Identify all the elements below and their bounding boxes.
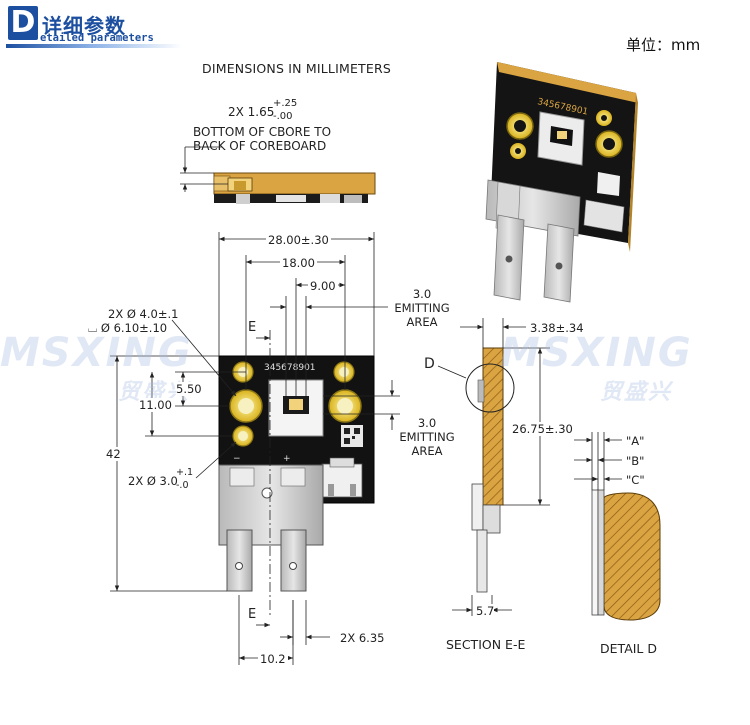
dim-6-35: 2X 6.35 <box>340 631 385 645</box>
detailed-parameters-badge: D 详细参数 etailed parameters <box>2 2 182 52</box>
section-e-e <box>437 347 515 593</box>
drawing-heading: DIMENSIONS IN MILLIMETERS <box>202 61 391 76</box>
emitting-right-line1: EMITTING <box>399 430 455 444</box>
dimension-lines <box>110 232 400 665</box>
dim-width: 28.00±.30 <box>266 233 331 247</box>
dim-9: 9.00 <box>308 279 338 293</box>
detail-d <box>591 489 661 621</box>
emitting-right-line2: AREA <box>411 444 443 458</box>
dim-42: 42 <box>106 447 121 461</box>
small-hole-tol-plus: +.1 <box>176 467 194 478</box>
section-label: SECTION E-E <box>446 637 526 652</box>
cbore-tol-plus: +.25 <box>273 98 298 109</box>
cbore-note-line1: BOTTOM OF CBORE TO <box>193 125 332 139</box>
plus-mark: + <box>283 454 291 464</box>
minus-mark: − <box>233 454 241 464</box>
watermark-right: MSXING <box>500 330 693 376</box>
emitting-top-value: 3.0 <box>412 287 432 301</box>
product-photo: 345678901 <box>485 62 638 303</box>
title-chinese: 详细参数 <box>42 14 126 38</box>
dim-26-75: 26.75±.30 <box>512 422 573 436</box>
unit-label: 单位：mm <box>626 36 701 54</box>
small-hole-tol-minus: -.0 <box>176 480 189 491</box>
badge-underline <box>6 44 182 48</box>
dim-18: 18.00 <box>280 256 317 270</box>
dim-11-00: 11.00 <box>139 398 172 412</box>
hole-note-2: ⌴ Ø 6.10±.10 <box>88 321 168 335</box>
side-view-top <box>180 146 376 204</box>
front-view: 345678901 − + <box>218 355 375 592</box>
subtitle-english: etailed parameters <box>40 32 154 44</box>
small-hole-note: 2X Ø 3.0 <box>128 474 178 488</box>
logo-letter: D <box>8 6 38 40</box>
emitting-top-line1: EMITTING <box>394 301 450 315</box>
board-serial: 345678901 <box>264 363 316 373</box>
emitting-top-line2: AREA <box>406 315 438 329</box>
cbore-tol-minus: -.00 <box>273 111 293 122</box>
dim-3-38: 3.38±.34 <box>530 321 584 335</box>
detail-label: DETAIL D <box>600 641 657 656</box>
detail-c: "C" <box>626 473 645 487</box>
section-mark-bottom: E <box>248 607 257 622</box>
watermark-left: MSXING <box>0 330 193 376</box>
dim-5-7: 5.7 <box>476 604 495 618</box>
detail-letter: D <box>424 356 435 372</box>
hole-note-1: 2X Ø 4.0±.1 <box>108 307 179 321</box>
dim-5-50: 5.50 <box>176 382 202 396</box>
detail-dimension-lines <box>574 432 622 490</box>
cbore-note-value: 2X 1.65 <box>228 105 275 119</box>
dim-10-2: 10.2 <box>258 652 288 666</box>
watermark-cn-right: 贸盛兴 <box>600 380 673 405</box>
emitting-right-value: 3.0 <box>417 416 437 430</box>
section-mark-top: E <box>248 320 257 335</box>
detail-b: "B" <box>626 454 645 468</box>
cbore-note-line2: BACK OF COREBOARD <box>193 139 327 153</box>
detail-a: "A" <box>626 434 645 448</box>
